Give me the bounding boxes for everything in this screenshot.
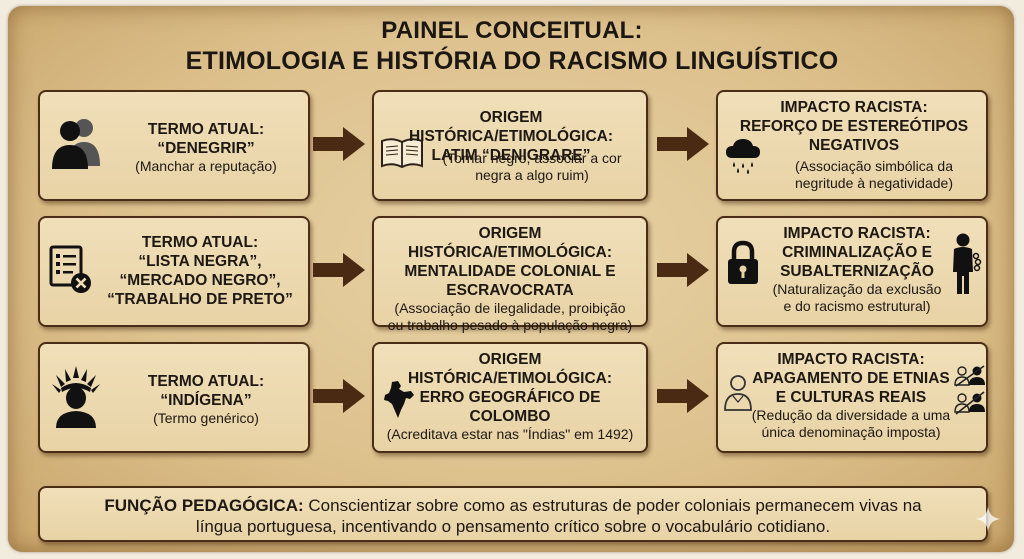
origin-heading: ORIGEM HISTÓRICA/ETIMOLÓGICA:: [407, 351, 613, 387]
arrow-right-icon: [313, 127, 365, 161]
origin-box-2: ORIGEM HISTÓRICA/ETIMOLÓGICA: MENTALIDAD…: [372, 216, 648, 333]
origin-detail-1: (Associação de ilegalidade, proibição: [394, 300, 626, 316]
erased-people-icon: [954, 365, 985, 415]
impact-box-1: IMPACTO RACISTA: REFORÇO DE ESTEREÓTIPOS…: [716, 90, 988, 201]
impact-detail-2: e do racismo estrutural): [783, 298, 931, 314]
rejected-list-icon: [49, 245, 91, 293]
people-silhouette-icon: [52, 119, 100, 169]
impact-heading: IMPACTO RACISTA:: [783, 225, 931, 242]
arrow-right-icon: [313, 379, 365, 413]
impact-title-2: NEGATIVOS: [808, 137, 900, 154]
origin-title: LATIM “DENIGRARE”: [431, 147, 591, 164]
storm-cloud-icon: [726, 139, 760, 174]
term-box-3: TERMO ATUAL: “INDÍGENA” (Termo genérico): [38, 342, 310, 453]
person-outline-icon: [724, 375, 752, 411]
impact-title-2: SUBALTERNIZAÇÃO: [780, 263, 934, 280]
impact-title-1: APAGAMENTO DE ETNIAS: [752, 370, 950, 387]
chained-person-icon: [953, 233, 982, 294]
origin-heading: ORIGEM HISTÓRICA/ETIMOLÓGICA:: [407, 225, 613, 261]
footer-text-1: Conscientizar sobre como as estruturas d…: [303, 496, 922, 515]
impact-detail-2: única denominação imposta): [761, 424, 941, 440]
origin-detail-1: (Acreditava estar nas "Índias" em 1492): [386, 426, 634, 442]
padlock-icon: [728, 240, 758, 284]
impact-title-1: CRIMINALIZAÇÃO E: [782, 244, 932, 261]
page-title: PAINEL CONCEITUAL:: [381, 17, 643, 44]
term-meaning: (Termo genérico): [153, 410, 259, 426]
impact-heading: IMPACTO RACISTA:: [780, 99, 928, 116]
origin-box-1: ORIGEM HISTÓRICA/ETIMOLÓGICA: LATIM “DEN…: [372, 90, 648, 201]
term-name: “DENEGRIR”: [157, 140, 255, 157]
impact-detail-1: (Naturalização da exclusão: [772, 281, 942, 297]
impact-box-3: IMPACTO RACISTA: APAGAMENTO DE ETNIAS E …: [716, 342, 988, 453]
origin-detail-2: negra a algo ruim): [475, 167, 589, 183]
origin-heading: ORIGEM HISTÓRICA/ETIMOLÓGICA:: [408, 109, 614, 145]
term-heading: TERMO ATUAL:: [147, 121, 265, 138]
arrow-right-icon: [657, 253, 709, 287]
footer-text-2: língua portuguesa, incentivando o pensam…: [195, 517, 831, 536]
term-name-1: “LISTA NEGRA”,: [138, 253, 262, 270]
term-heading: TERMO ATUAL:: [141, 234, 259, 251]
term-box-2: TERMO ATUAL: “LISTA NEGRA”, “MERCADO NEG…: [38, 216, 310, 327]
term-meaning: (Manchar a reputação): [135, 158, 277, 174]
impact-detail-1: (Associação simbólica da: [795, 158, 953, 174]
term-name: “INDÍGENA”: [160, 392, 252, 409]
origin-title-1: MENTALIDADE COLONIAL E: [404, 263, 616, 280]
pedagogical-function-box: FUNÇÃO PEDAGÓGICA: Conscientizar sobre c…: [38, 486, 988, 542]
term-name-3: “TRABALHO DE PRETO”: [107, 291, 293, 308]
impact-detail-1: (Redução da diversidade a uma: [751, 407, 951, 423]
origin-detail-2: ou trabalho pesado à população negra): [387, 317, 633, 333]
india-map-icon: [384, 381, 414, 418]
origin-title-2: ESCRAVOCRATA: [446, 282, 574, 299]
term-heading: TERMO ATUAL:: [147, 373, 265, 390]
impact-title-2: E CULTURAS REAIS: [775, 389, 927, 406]
page-subtitle: ETIMOLOGIA E HISTÓRIA DO RACISMO LINGUÍS…: [185, 47, 839, 75]
impact-heading: IMPACTO RACISTA:: [777, 351, 925, 368]
origin-title-1: ERRO GEOGRÁFICO DE: [419, 389, 601, 406]
impact-box-2: IMPACTO RACISTA: CRIMINALIZAÇÃO E SUBALT…: [716, 216, 988, 327]
open-book-icon: [381, 138, 423, 169]
term-name-2: “MERCADO NEGRO”,: [119, 272, 281, 289]
impact-title-1: REFORÇO DE ESTEREÓTIPOS: [739, 118, 969, 135]
arrow-right-icon: [657, 127, 709, 161]
sparkle-icon: [975, 506, 1001, 532]
impact-detail-2: negritude à negatividade): [794, 175, 953, 191]
indigenous-headdress-icon: [52, 366, 100, 428]
origin-box-3: ORIGEM HISTÓRICA/ETIMOLÓGICA: ERRO GEOGR…: [372, 342, 648, 453]
origin-detail-1: (Tornar negro, associar a cor: [442, 150, 622, 166]
term-box-1: TERMO ATUAL: “DENEGRIR” (Manchar a reput…: [38, 90, 310, 201]
arrow-right-icon: [313, 253, 365, 287]
footer-label: FUNÇÃO PEDAGÓGICA:: [104, 496, 304, 515]
origin-title-2: COLOMBO: [469, 408, 551, 425]
arrow-right-icon: [657, 379, 709, 413]
